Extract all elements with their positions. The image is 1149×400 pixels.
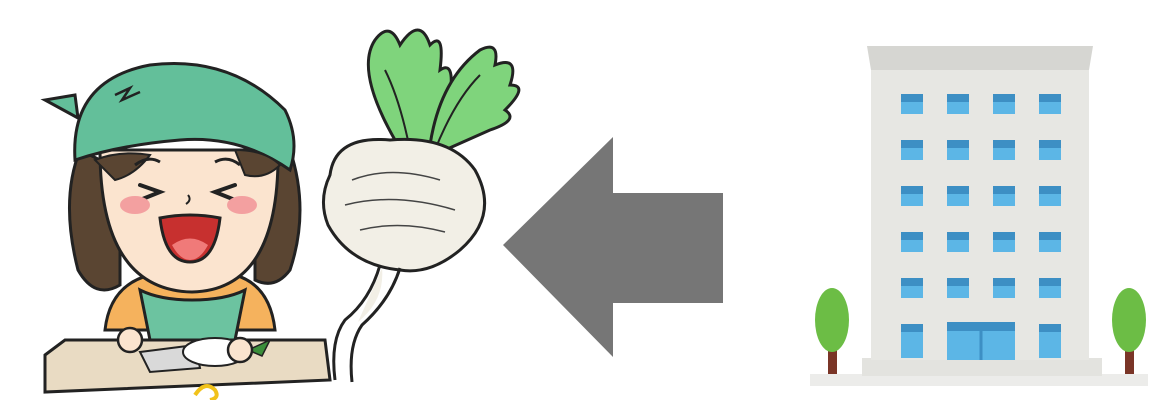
- smiling-cook-icon: [40, 61, 332, 400]
- left-arrow-icon: [503, 137, 723, 357]
- tree-icon: [815, 288, 849, 374]
- building-windows: [901, 94, 1061, 358]
- turnip-icon: [322, 28, 521, 383]
- building-entrance: [947, 322, 1015, 360]
- tree-icon: [1112, 288, 1146, 374]
- office-building-icon: [810, 46, 1148, 386]
